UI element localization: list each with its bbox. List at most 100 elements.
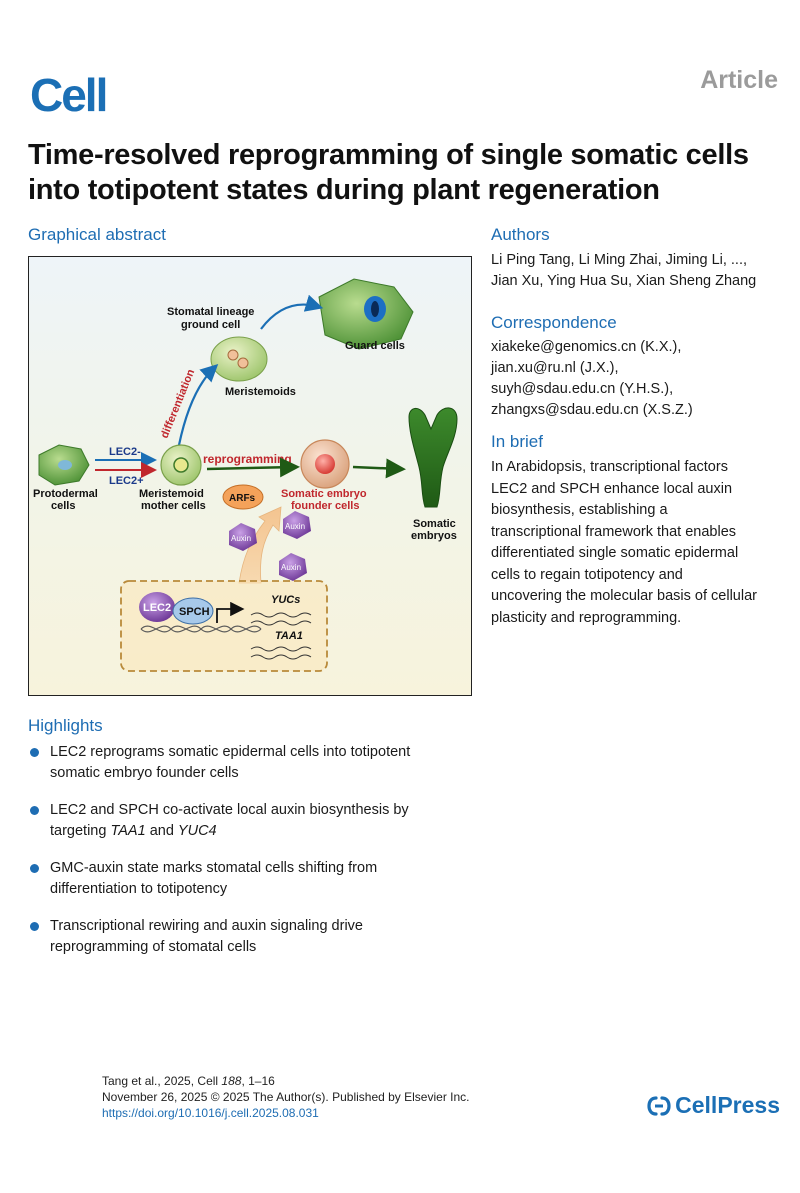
mother-cells-label: mother cells bbox=[141, 500, 206, 512]
transcription-start-arrow bbox=[216, 601, 245, 623]
in-brief-line: LEC2 and SPCH enhance local auxin bbox=[491, 480, 733, 497]
highlight-item: LEC2 and SPCH co-activate local auxin bi… bbox=[28, 800, 468, 842]
in-brief-line: transcriptional framework that enables bbox=[491, 523, 737, 540]
highlight-item: Transcriptional rewiring and auxin signa… bbox=[28, 916, 468, 958]
copyright-line: November 26, 2025 © 2025 The Author(s). … bbox=[102, 1090, 470, 1104]
citation-pages: , 1–16 bbox=[241, 1074, 275, 1088]
correspondence-heading: Correspondence bbox=[491, 313, 617, 332]
highlight-item: GMC-auxin state marks stomatal cells shi… bbox=[28, 858, 468, 900]
gene-name: TAA1 bbox=[110, 823, 146, 839]
somatic-embryo-label: Somatic embryo bbox=[281, 488, 367, 500]
authors-list: Li Ping Tang, Li Ming Zhai, Jiming Li, .… bbox=[491, 250, 791, 292]
meristemoids-shape bbox=[210, 336, 268, 382]
email-link[interactable]: jian.xu@ru.nl (J.X.), bbox=[491, 360, 619, 376]
dna-helix bbox=[140, 625, 262, 633]
in-brief-line: In Arabidopsis, transcriptional factors bbox=[491, 459, 728, 475]
cellpress-icon bbox=[647, 1095, 671, 1116]
embryos-label: embryos bbox=[411, 530, 457, 542]
in-brief-heading: In brief bbox=[491, 432, 543, 451]
bullet-icon bbox=[30, 748, 39, 757]
in-brief-line: differentiated single somatic epidermal bbox=[491, 545, 739, 561]
in-brief-line: uncovering the molecular basis of cellul… bbox=[491, 588, 757, 604]
arfs-label: ARFs bbox=[229, 493, 256, 504]
lec2-plus-label: LEC2+ bbox=[109, 475, 144, 487]
somatic-embryo-founder-cell-shape bbox=[300, 439, 350, 489]
auxin-label-2: Auxin bbox=[285, 522, 305, 531]
spch-protein-label: SPCH bbox=[179, 606, 210, 618]
in-brief-text: In Arabidopsis, transcriptional factors … bbox=[491, 457, 791, 629]
journal-logo: Cell bbox=[30, 69, 108, 121]
highlight-line: reprogramming of stomatal cells bbox=[50, 939, 257, 955]
guard-cells-shape bbox=[318, 278, 414, 350]
protodermal-label: Protodermal bbox=[33, 488, 98, 500]
arfs-shape bbox=[222, 484, 264, 510]
email-link[interactable]: zhangxs@sdau.edu.cn (X.S.Z.) bbox=[491, 402, 693, 418]
differentiation-arrow bbox=[177, 363, 219, 446]
highlight-line: LEC2 and SPCH co-activate local auxin bi… bbox=[50, 802, 409, 818]
highlight-line: Transcriptional rewiring and auxin signa… bbox=[50, 918, 363, 934]
authors-line-2: Jian Xu, Ying Hua Su, Xian Sheng Zhang bbox=[491, 273, 757, 289]
graphical-abstract-figure: Guard cells Stomatal lineage ground cell… bbox=[33, 278, 458, 672]
highlight-line: differentiation to totipotency bbox=[50, 881, 228, 897]
protodermal-cell-shape bbox=[38, 444, 90, 486]
auxin-molecule-1 bbox=[229, 523, 257, 551]
yucs-gene-label: YUCs bbox=[271, 594, 300, 606]
stomatal-lineage-label: Stomatal lineage bbox=[167, 306, 254, 318]
bullet-icon bbox=[30, 806, 39, 815]
highlight-text: targeting bbox=[50, 823, 111, 839]
highlights-heading: Highlights bbox=[28, 716, 103, 735]
highlight-line: GMC-auxin state marks stomatal cells shi… bbox=[50, 860, 378, 876]
highlight-line: LEC2 reprograms somatic epidermal cells … bbox=[50, 744, 411, 760]
in-brief-line: biosynthesis, establishing a bbox=[491, 502, 668, 518]
spch-protein bbox=[172, 597, 214, 625]
doi-link[interactable]: https://doi.org/10.1016/j.cell.2025.08.0… bbox=[102, 1106, 319, 1120]
to-embryos-arrow bbox=[352, 458, 406, 479]
highlight-item: LEC2 reprograms somatic epidermal cells … bbox=[28, 742, 468, 784]
somatic-embryo-shape bbox=[408, 407, 458, 508]
citation-footer: Tang et al., 2025, Cell 188, 1–16 Novemb… bbox=[102, 1073, 470, 1121]
to-guard-cells-arrow bbox=[260, 294, 324, 330]
citation-volume: 188 bbox=[221, 1074, 242, 1088]
authors-line-1: Li Ping Tang, Li Ming Zhai, Jiming Li, .… bbox=[491, 252, 748, 268]
auxin-molecule-2 bbox=[283, 511, 311, 539]
article-type-label: Article bbox=[700, 66, 778, 94]
highlight-line: somatic embryo founder cells bbox=[50, 765, 239, 781]
citation-text: Tang et al., 2025, Cell bbox=[102, 1074, 222, 1088]
transcript-squiggles bbox=[250, 612, 312, 660]
lec2-protein bbox=[139, 592, 175, 622]
auxin-label-1: Auxin bbox=[231, 534, 251, 543]
ground-cell-label: ground cell bbox=[181, 319, 240, 331]
taa1-gene-label: TAA1 bbox=[275, 630, 303, 642]
in-brief-line: plasticity and reprogramming. bbox=[491, 609, 682, 626]
highlights-list: LEC2 reprograms somatic epidermal cells … bbox=[28, 742, 468, 974]
in-brief-line: cells to regain totipotency and bbox=[491, 566, 683, 583]
bullet-icon bbox=[30, 864, 39, 873]
reprogramming-arrow bbox=[206, 457, 300, 478]
auxin-molecule-3 bbox=[279, 553, 307, 581]
correspondence-list: xiakeke@genomics.cn (K.X.), jian.xu@ru.n… bbox=[491, 337, 791, 421]
lec2-protein-label: LEC2 bbox=[143, 602, 171, 614]
meristemoids-label: Meristemoids bbox=[225, 386, 296, 398]
highlight-line: targeting TAA1 and YUC4 bbox=[50, 821, 468, 842]
graphical-abstract: Guard cells Stomatal lineage ground cell… bbox=[28, 256, 472, 696]
auxin-signal-arrow bbox=[238, 506, 282, 584]
bullet-icon bbox=[30, 922, 39, 931]
email-link[interactable]: suyh@sdau.edu.cn (Y.H.S.), bbox=[491, 381, 674, 397]
lec2-minus-label: LEC2- bbox=[109, 446, 141, 458]
founder-cells-label: founder cells bbox=[291, 500, 359, 512]
gene-name: YUC4 bbox=[177, 823, 217, 839]
protodermal-cells-label: cells bbox=[51, 500, 75, 512]
reprogramming-label: reprogramming bbox=[203, 452, 292, 466]
cellpress-wordmark: CellPress bbox=[675, 1092, 780, 1118]
cellpress-logo[interactable]: CellPress bbox=[647, 1092, 780, 1119]
highlight-text: and bbox=[145, 823, 178, 839]
authors-heading: Authors bbox=[491, 225, 550, 244]
auxin-label-3: Auxin bbox=[281, 563, 301, 572]
graphical-abstract-heading: Graphical abstract bbox=[28, 225, 166, 244]
citation-line: Tang et al., 2025, Cell 188, 1–16 bbox=[102, 1073, 470, 1089]
somatic-label: Somatic bbox=[413, 518, 456, 530]
email-link[interactable]: xiakeke@genomics.cn (K.X.), bbox=[491, 339, 682, 355]
guard-cells-label: Guard cells bbox=[345, 340, 405, 352]
meristemoid-label: Meristemoid bbox=[139, 488, 204, 500]
article-title: Time-resolved reprogramming of single so… bbox=[28, 139, 749, 206]
